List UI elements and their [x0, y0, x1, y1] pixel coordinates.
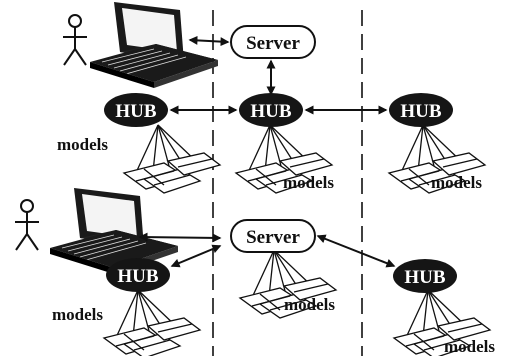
laptop-icon — [49, 187, 179, 275]
arrow-server-hub — [170, 244, 222, 268]
model-cluster-icon — [103, 289, 201, 356]
arrow-laptop-server — [188, 35, 230, 47]
hub-label: HUB — [115, 101, 157, 122]
person-icon — [62, 14, 88, 66]
models-label: models — [431, 173, 482, 192]
models-label: models — [283, 173, 334, 192]
models-label: models — [444, 337, 495, 356]
hub-label: HUB — [250, 101, 292, 122]
hub-node-top-right: HUB — [389, 93, 453, 127]
hub-label: HUB — [400, 101, 442, 122]
hub-label: HUB — [117, 266, 159, 287]
server-label: Server — [246, 227, 300, 248]
hub-node-top-middle: HUB — [239, 93, 303, 127]
arrow-server-hub — [316, 234, 396, 268]
server-node-top: Server — [230, 25, 316, 59]
laptop-icon — [89, 1, 219, 89]
person-icon — [14, 199, 40, 251]
hub-node-bottom-right: HUB — [393, 259, 457, 293]
hub-node-bottom-left: HUB — [106, 258, 170, 292]
models-label: models — [52, 305, 103, 324]
server-label: Server — [246, 33, 300, 54]
models-label: models — [57, 135, 108, 154]
server-node-bottom: Server — [230, 219, 316, 253]
models-label: models — [284, 295, 335, 314]
arrow-laptop-server — [138, 232, 222, 243]
hub-label: HUB — [404, 267, 446, 288]
model-cluster-icon — [123, 124, 221, 194]
hub-node-top-left: HUB — [104, 93, 168, 127]
